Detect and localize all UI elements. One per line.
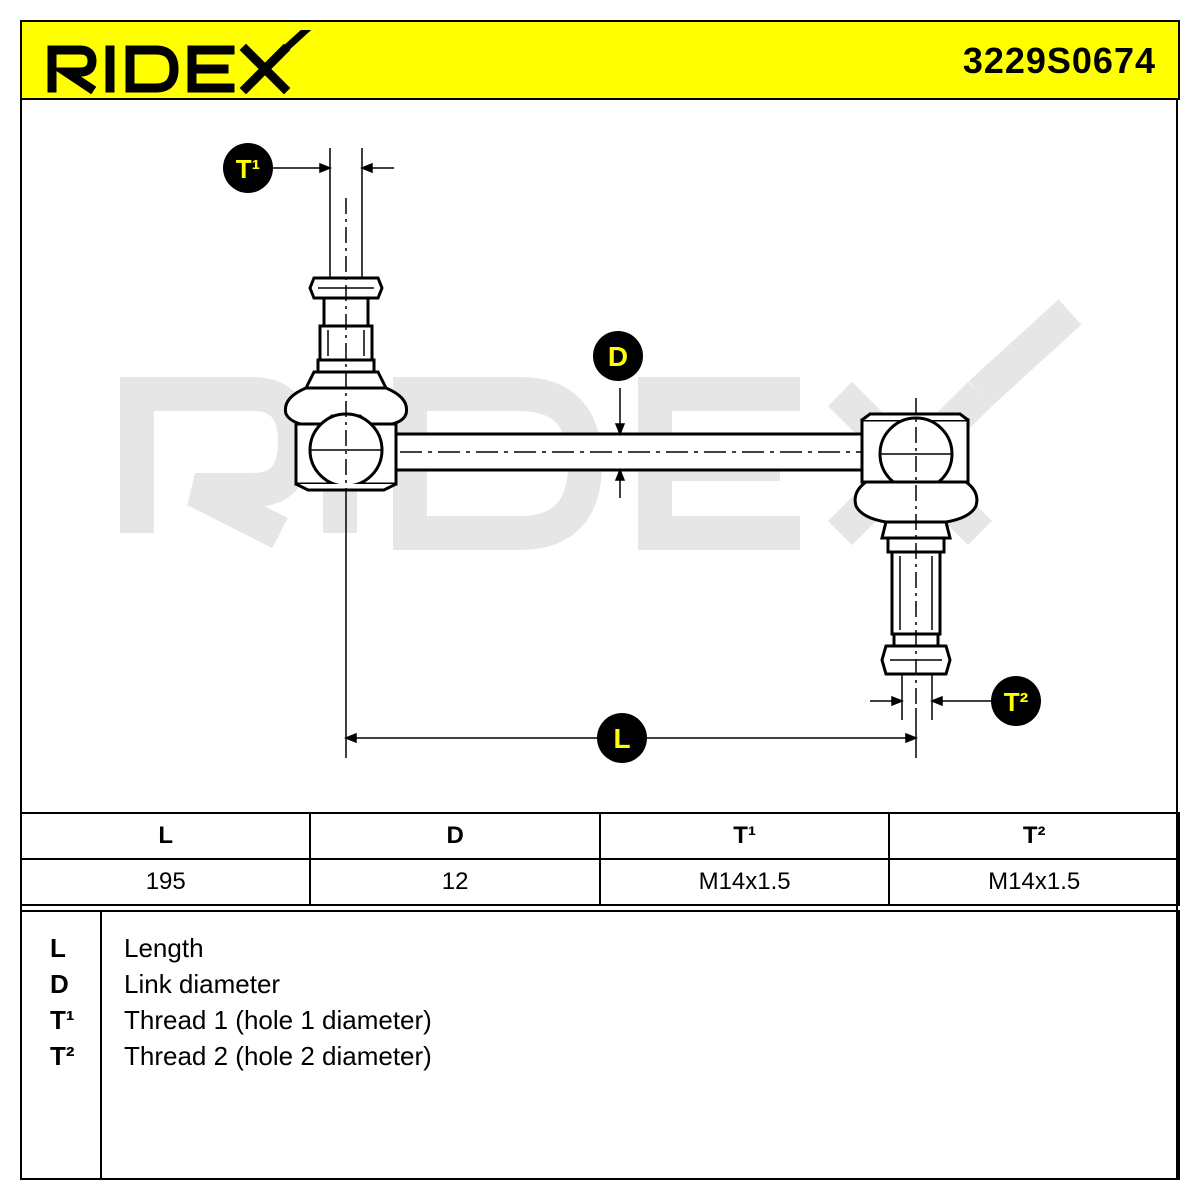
spec-header-t2: T² [888, 812, 1180, 860]
legend-label-l: Length [124, 933, 204, 963]
legend-key-t1: T¹ [50, 1005, 75, 1035]
header-bar: 3229S0674 [20, 20, 1180, 100]
technical-drawing: T¹ D T² L [120, 143, 1082, 763]
legend-key-t2: T² [50, 1041, 75, 1071]
svg-text:D: D [608, 341, 628, 372]
spec-value-l: 195 [19, 858, 312, 906]
legend-label-t1: Thread 1 (hole 1 diameter) [124, 1005, 432, 1035]
right-ball-joint [853, 398, 979, 708]
svg-text:T²: T² [1004, 687, 1029, 717]
part-number: 3229S0674 [962, 40, 1156, 81]
dimension-t1 [268, 148, 394, 278]
callout-t1: T¹ [223, 143, 273, 193]
spec-value-d: 12 [309, 858, 601, 906]
legend-label-d: Link diameter [124, 969, 281, 999]
callout-d: D [593, 331, 643, 381]
svg-text:T¹: T¹ [236, 154, 261, 184]
legend-key-d: D [50, 969, 69, 999]
legend: L Length D Link diameter T¹ Thread 1 (ho… [20, 910, 1180, 1180]
spec-value-t1: M14x1.5 [598, 858, 891, 906]
spec-header-row: L D T¹ T² [19, 812, 1180, 860]
spec-header-l: L [19, 812, 312, 860]
spec-header-d: D [309, 812, 601, 860]
spec-header-t1: T¹ [598, 812, 891, 860]
dimension-t2 [870, 674, 996, 720]
spec-table: L D T¹ T² 195 12 M14x1.5 M14x1.5 [19, 812, 1180, 906]
left-ball-joint [283, 198, 409, 498]
callout-l: L [597, 713, 647, 763]
spec-value-row: 195 12 M14x1.5 M14x1.5 [19, 858, 1180, 906]
spec-value-t2: M14x1.5 [888, 858, 1180, 906]
legend-label-t2: Thread 2 (hole 2 diameter) [124, 1041, 432, 1071]
ridex-logo [47, 30, 311, 94]
callout-t2: T² [991, 676, 1041, 726]
svg-text:L: L [613, 723, 630, 754]
dimension-d [614, 388, 626, 498]
legend-key-l: L [50, 933, 66, 963]
legend-key-column [22, 912, 102, 1178]
